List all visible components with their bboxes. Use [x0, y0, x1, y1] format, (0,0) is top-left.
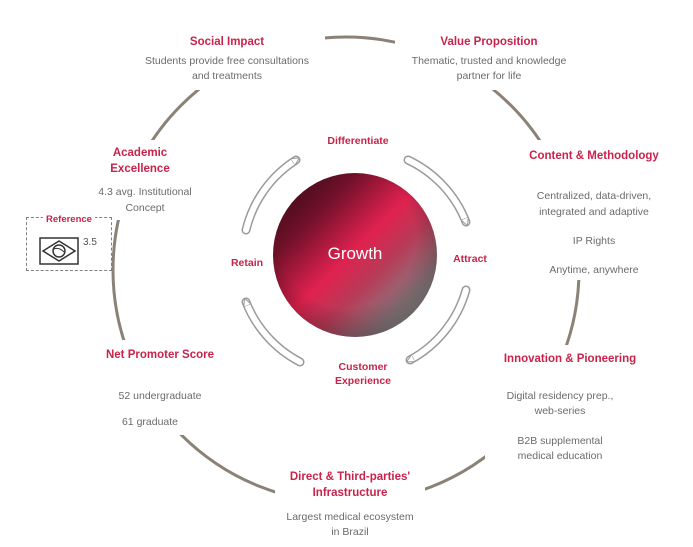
nps-title: Net Promoter Score [105, 349, 214, 361]
arrow-attract-to-customer [410, 285, 471, 365]
innovation-desc-1: Digital residency prep., [506, 390, 614, 402]
ring-gap-content [500, 140, 670, 280]
reference-icon [39, 237, 79, 265]
cycle-retain: Retain [230, 257, 264, 269]
innovation-desc-4: medical education [517, 450, 603, 462]
ring-gap-value [395, 30, 585, 90]
infrastructure-title-1: Direct & Third-parties' [289, 471, 411, 483]
cycle-arrows [241, 155, 471, 367]
nps-graduate: 61 graduate [121, 416, 179, 428]
infrastructure-desc-2: in Brazil [331, 526, 369, 538]
infrastructure-desc-1: Largest medical ecosystem [286, 511, 414, 523]
social-impact-desc-2: and treatments [191, 70, 263, 82]
arrow-retain-to-differentiate [241, 155, 301, 235]
value-proposition-desc-2: partner for life [456, 70, 522, 82]
growth-label: Growth [327, 244, 383, 263]
content-methodology-desc-1: Centralized, data-driven, [536, 190, 652, 202]
value-proposition-title: Value Proposition [440, 36, 538, 48]
reference-box: Reference 3.5 [26, 214, 112, 271]
infrastructure-title-2: Infrastructure [312, 487, 388, 499]
growth-sphere-shade [273, 173, 437, 337]
social-impact-desc-1: Students provide free consultations [144, 55, 310, 67]
ring-gap-nps [90, 340, 230, 435]
reference-title: Reference [43, 214, 95, 225]
cycle-differentiate: Differentiate [327, 135, 389, 147]
academic-title-1: Academic [112, 147, 168, 159]
content-methodology-desc-4: Anytime, anywhere [549, 264, 639, 276]
innovation-desc-2: web-series [534, 405, 586, 417]
ring-gap-academic [75, 140, 205, 220]
academic-desc-1: 4.3 avg. Institutional [98, 186, 192, 198]
innovation-desc-3: B2B supplemental [517, 435, 603, 447]
ring-gap-social [130, 30, 325, 90]
reference-value: 3.5 [83, 237, 97, 248]
ring-gap-innovation [485, 345, 660, 470]
academic-title-2: Excellence [110, 163, 170, 175]
social-impact-title: Social Impact [189, 36, 265, 48]
academic-desc-2: Concept [125, 202, 165, 214]
content-methodology-desc-2: integrated and adaptive [539, 206, 649, 218]
cycle-customer: Customer [338, 361, 388, 373]
nps-undergraduate: 52 undergraduate [118, 390, 202, 402]
innovation-title: Innovation & Pioneering [503, 353, 637, 365]
arrow-differentiate-to-attract [403, 155, 471, 222]
content-methodology-desc-3: IP Rights [572, 235, 616, 247]
cycle-experience: Experience [334, 375, 392, 387]
arrow-customer-to-retain [241, 302, 305, 367]
cycle-attract: Attract [453, 253, 487, 265]
ring-gap-infra [275, 465, 425, 547]
value-proposition-desc-1: Thematic, trusted and knowledge [411, 55, 567, 67]
content-methodology-title: Content & Methodology [529, 150, 659, 162]
